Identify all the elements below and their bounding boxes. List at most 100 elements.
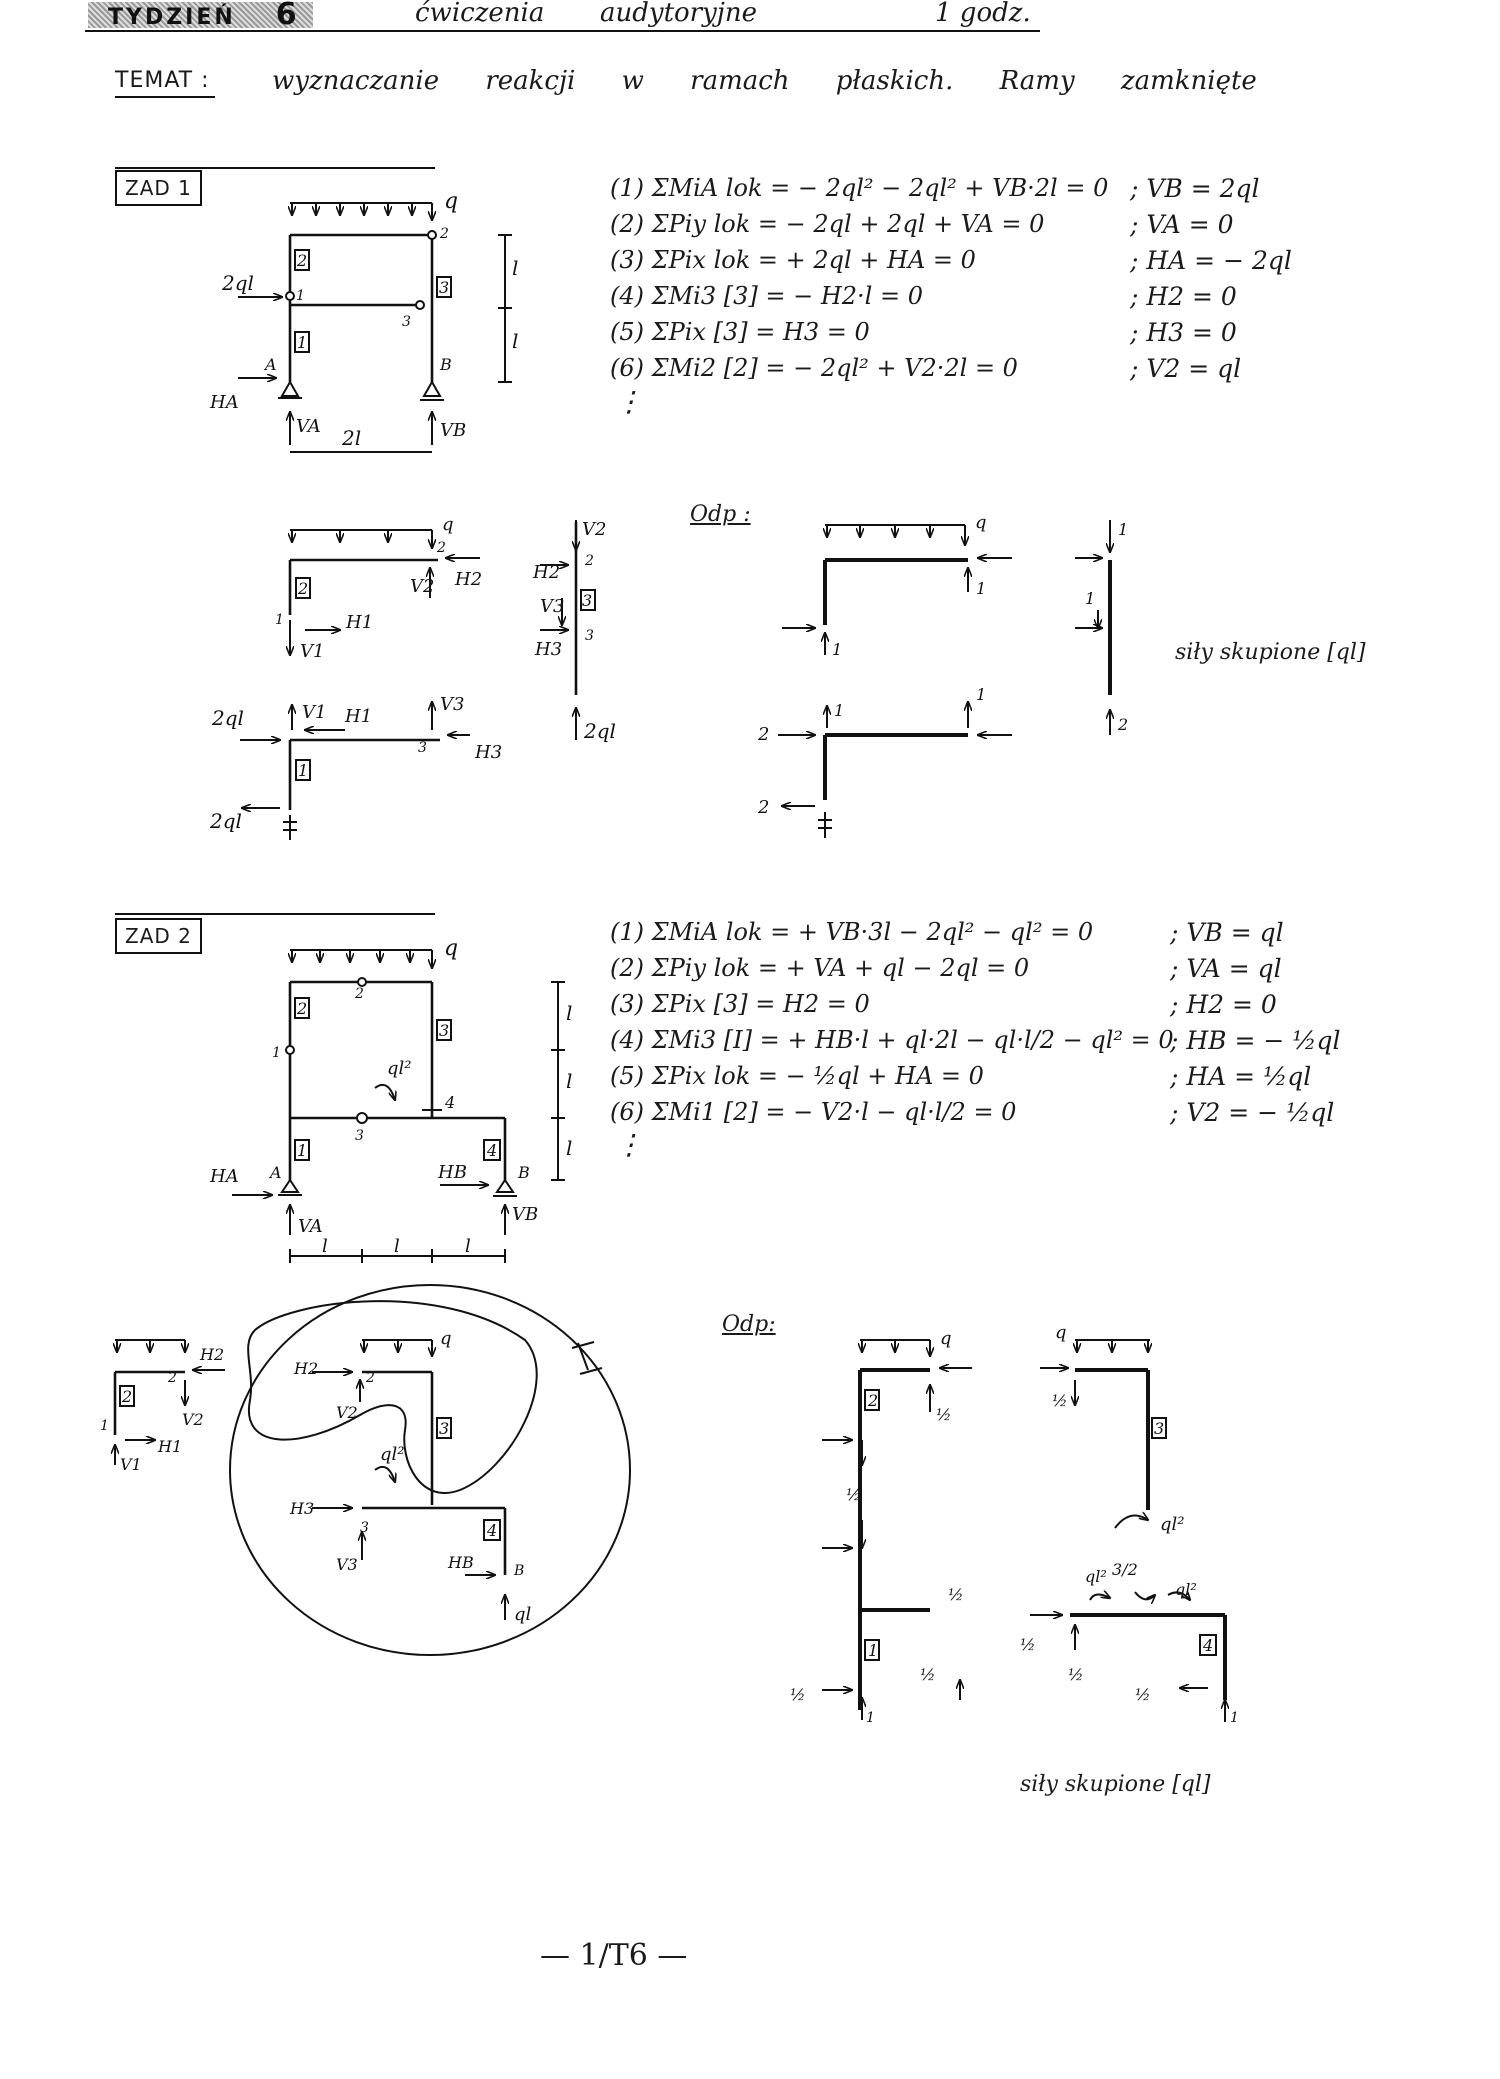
svg-text:HB: HB xyxy=(447,1553,474,1572)
zad2-answer-left xyxy=(822,1339,972,1720)
svg-text:V1: V1 xyxy=(302,702,326,723)
svg-text:1: 1 xyxy=(272,1045,281,1061)
svg-text:1: 1 xyxy=(1085,589,1095,608)
topic-label: TEMAT : xyxy=(115,68,210,93)
zad1-res-5: ; H3 = 0 xyxy=(1130,318,1237,347)
svg-text:VA: VA xyxy=(298,1216,323,1237)
svg-text:2ql: 2ql xyxy=(221,271,254,295)
svg-text:VB: VB xyxy=(440,420,466,441)
zad2-eq-more: ⋮ xyxy=(615,1128,643,1161)
svg-text:q: q xyxy=(444,936,458,961)
svg-text:2: 2 xyxy=(757,724,769,745)
svg-text:3: 3 xyxy=(582,591,592,610)
svg-text:3: 3 xyxy=(355,1128,364,1144)
zad1-res-1: ; VB = 2ql xyxy=(1130,174,1260,203)
svg-text:1: 1 xyxy=(868,1641,878,1660)
zad2-frame-labels: q 2 2 3 1 ql² 4 3 1 4 A B HA HB VA VB l … xyxy=(209,936,572,1257)
svg-text:2: 2 xyxy=(365,1370,375,1386)
svg-text:H1: H1 xyxy=(345,612,373,633)
svg-text:l: l xyxy=(566,1001,572,1025)
zad1-res-2: ; VA = 0 xyxy=(1130,210,1234,239)
svg-text:V3: V3 xyxy=(540,596,564,617)
svg-text:ql²: ql² xyxy=(380,1444,405,1465)
zad2-answer-label: Odp: xyxy=(722,1312,776,1337)
svg-text:2: 2 xyxy=(584,553,594,569)
zad1-res-3: ; HA = − 2ql xyxy=(1130,246,1292,275)
zad2-res-5: ; HA = ½ql xyxy=(1170,1062,1312,1091)
svg-text:1: 1 xyxy=(1118,520,1128,539)
svg-text:3: 3 xyxy=(1154,1419,1164,1438)
zad1-res-6: ; V2 = ql xyxy=(1130,354,1242,383)
zad1-answer-frame-bottom xyxy=(778,702,1012,838)
svg-text:3: 3 xyxy=(418,740,427,756)
svg-text:2: 2 xyxy=(757,797,769,818)
zad1-answer-column xyxy=(1075,520,1110,735)
svg-text:3: 3 xyxy=(585,628,594,644)
svg-text:½: ½ xyxy=(936,1405,952,1424)
zad1-frame-labels: q 2 2 3 1 1 3 2ql A B HA VA VB 2l l l xyxy=(209,189,518,450)
svg-text:1: 1 xyxy=(832,640,842,659)
zad1-eq-2: (2) ΣPiy lok = − 2ql + 2ql + VA = 0 xyxy=(610,210,1045,238)
svg-text:V2: V2 xyxy=(336,1403,358,1422)
svg-text:1: 1 xyxy=(1230,1710,1239,1726)
zad1-eq-4: (4) ΣMi3 [3] = − H2·l = 0 xyxy=(610,282,923,310)
svg-text:q: q xyxy=(440,1328,452,1349)
svg-text:2: 2 xyxy=(867,1391,878,1410)
svg-text:l: l xyxy=(394,1236,400,1257)
svg-text:4: 4 xyxy=(486,1141,497,1160)
svg-text:2: 2 xyxy=(436,540,446,556)
zad1-eq-5: (5) ΣPix [3] = H3 = 0 xyxy=(610,318,870,346)
week-number: 6 xyxy=(275,0,300,32)
svg-text:1: 1 xyxy=(297,333,307,352)
zad1-eq-6: (6) ΣMi2 [2] = − 2ql² + V2·2l = 0 xyxy=(610,354,1018,382)
zad1-rule xyxy=(115,167,435,169)
page-number: — 1/T6 — xyxy=(540,1938,688,1973)
svg-text:½: ½ xyxy=(920,1665,936,1684)
svg-text:A: A xyxy=(268,1163,282,1182)
svg-text:4: 4 xyxy=(486,1521,497,1540)
svg-text:HA: HA xyxy=(209,1166,239,1187)
svg-text:½: ½ xyxy=(1052,1391,1068,1410)
svg-text:½: ½ xyxy=(1020,1635,1036,1654)
zad1-eq-3: (3) ΣPix lok = + 2ql + HA = 0 xyxy=(610,246,976,274)
topic-underline xyxy=(115,96,215,98)
svg-text:1: 1 xyxy=(100,1418,109,1434)
svg-text:l: l xyxy=(566,1136,572,1160)
zad2-eq-2: (2) ΣPiy lok = + VA + ql − 2ql = 0 xyxy=(610,954,1030,982)
svg-text:H1: H1 xyxy=(157,1437,182,1456)
svg-text:B: B xyxy=(513,1563,524,1579)
svg-text:2: 2 xyxy=(1117,715,1128,734)
svg-text:VA: VA xyxy=(296,416,321,437)
svg-text:4: 4 xyxy=(1202,1636,1213,1655)
svg-text:½: ½ xyxy=(790,1685,806,1704)
zad2-rule xyxy=(115,913,435,915)
svg-text:2: 2 xyxy=(296,999,307,1018)
svg-text:2ql: 2ql xyxy=(211,706,244,730)
svg-text:2: 2 xyxy=(167,1370,177,1386)
svg-text:4: 4 xyxy=(444,1093,455,1112)
zad2-res-3: ; H2 = 0 xyxy=(1170,990,1277,1019)
zad2-eq-3: (3) ΣPix [3] = H2 = 0 xyxy=(610,990,870,1018)
svg-text:3: 3 xyxy=(439,1021,449,1040)
svg-text:H2: H2 xyxy=(293,1359,318,1378)
svg-text:3: 3 xyxy=(439,278,449,297)
zad1-free-body-2 xyxy=(290,529,480,655)
svg-text:1: 1 xyxy=(976,685,986,704)
svg-text:l: l xyxy=(322,1236,328,1257)
class-kind: audytoryjne xyxy=(600,0,757,28)
zad2-eq-4: (4) ΣMi3 [I] = + HB·l + ql·2l − ql·l/2 −… xyxy=(610,1026,1174,1054)
svg-text:2ql: 2ql xyxy=(583,719,616,743)
svg-text:q: q xyxy=(940,1328,952,1349)
zad1-res-4: ; H2 = 0 xyxy=(1130,282,1237,311)
svg-text:2: 2 xyxy=(439,226,449,242)
zad1-answer-frame-top xyxy=(782,524,1012,655)
week-label: TYDZIEŃ xyxy=(108,5,236,30)
zad1-frame xyxy=(238,202,512,453)
zad2-eq-5: (5) ΣPix lok = − ½ql + HA = 0 xyxy=(610,1062,984,1090)
svg-text:1: 1 xyxy=(298,761,308,780)
svg-text:2l: 2l xyxy=(341,426,361,450)
svg-text:H2: H2 xyxy=(199,1345,224,1364)
svg-text:l: l xyxy=(465,1236,471,1257)
svg-text:H3: H3 xyxy=(289,1499,314,1518)
